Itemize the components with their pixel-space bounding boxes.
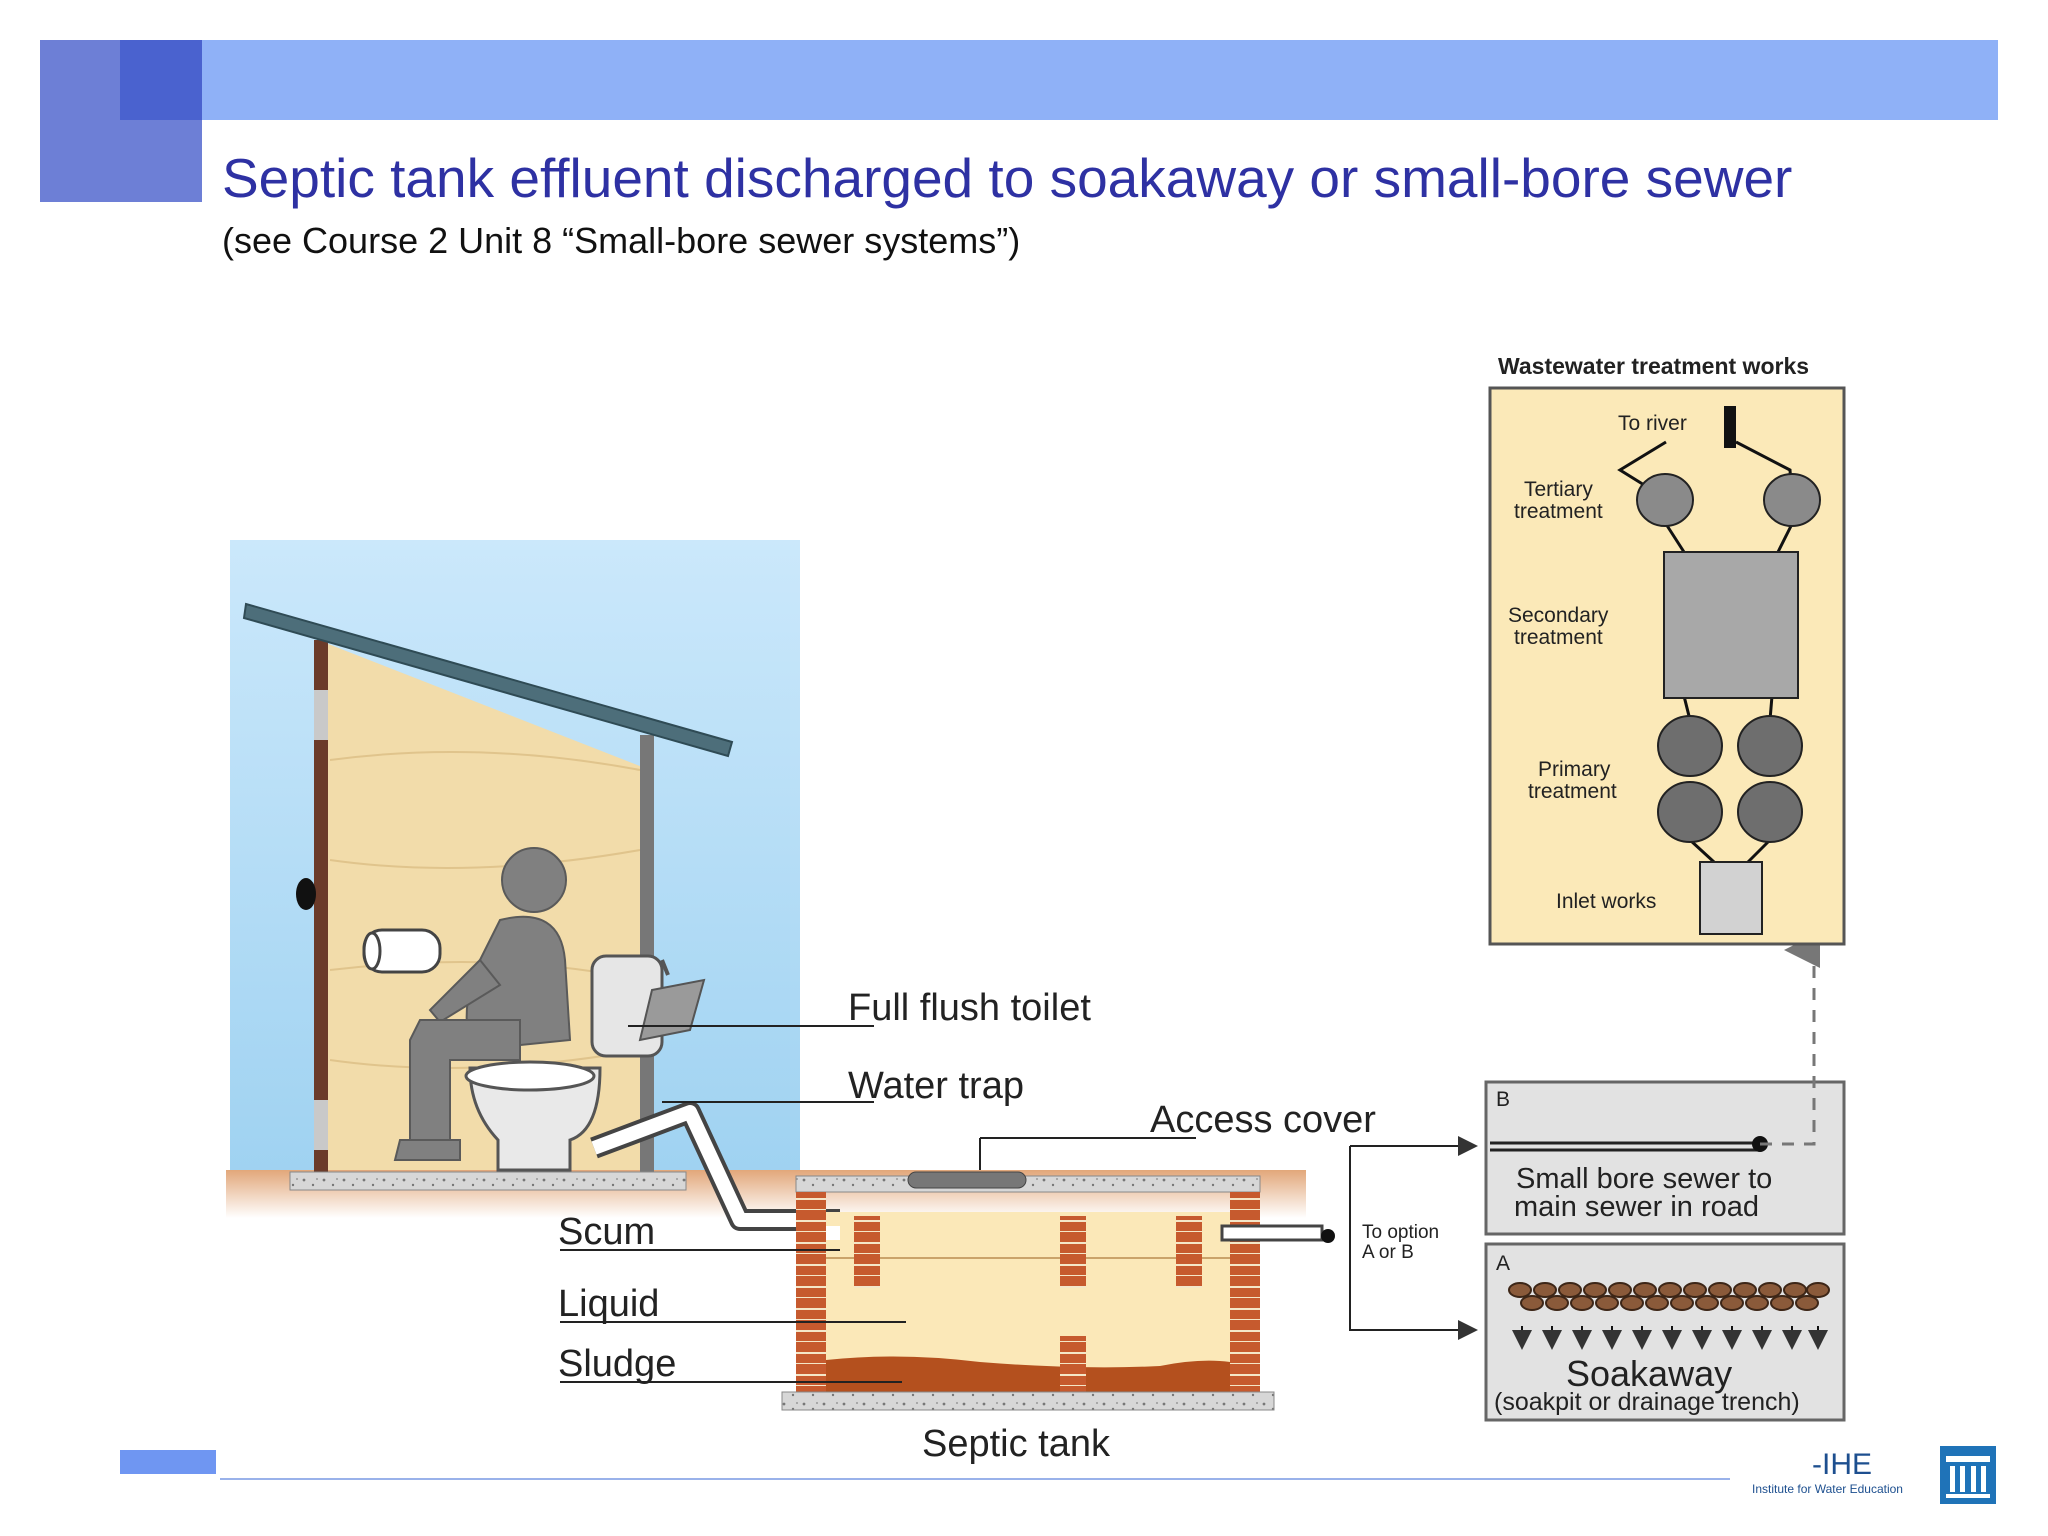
header-square-dark: [120, 40, 202, 120]
toilet-floor: [289, 1171, 687, 1191]
toilet-roll: [362, 928, 442, 974]
option-b-letter: B: [1496, 1088, 1510, 1111]
wwtw-secondary-1: Secondary: [1508, 604, 1609, 627]
label-water-trap: Water trap: [848, 1065, 1024, 1107]
option-a-line1: Soakaway: [1566, 1353, 1732, 1394]
option-a-line2: (soakpit or drainage trench): [1494, 1388, 1800, 1416]
wwtw-tertiary-2: treatment: [1514, 500, 1603, 523]
wwtw-secondary-2: treatment: [1514, 626, 1603, 649]
logo-text: -IHE: [1812, 1448, 1872, 1481]
header-bar: [40, 40, 1998, 120]
label-liquid: Liquid: [558, 1283, 659, 1325]
label-sludge: Sludge: [558, 1343, 676, 1385]
label-access-cover: Access cover: [1150, 1099, 1376, 1141]
door-post: [314, 640, 328, 1172]
wwtw-inlet: Inlet works: [1556, 890, 1656, 913]
label-septic-tank: Septic tank: [922, 1423, 1111, 1465]
unesco-logo-icon: [1940, 1446, 1996, 1504]
soakaway-arrows: [1512, 1326, 1828, 1350]
roof: [242, 602, 734, 758]
door-handle: [296, 878, 316, 910]
river-outfall: [1724, 406, 1736, 448]
option-b-line1: Small bore sewer to: [1516, 1163, 1772, 1195]
septic-tank: [781, 1171, 1335, 1411]
drain-pipe: [591, 1105, 840, 1227]
label-to-option-2: A or B: [1362, 1242, 1414, 1263]
label-toilet: Full flush toilet: [848, 987, 1091, 1029]
label-to-option-1: To option: [1362, 1222, 1439, 1243]
slide-subtitle: (see Course 2 Unit 8 “Small-bore sewer s…: [222, 220, 1021, 261]
leader-lines: [560, 1025, 1478, 1383]
wwtw-tertiary-1: Tertiary: [1524, 478, 1593, 501]
back-post: [640, 735, 654, 1172]
option-b-box: [1484, 1080, 1846, 1236]
footer-accent: [120, 1450, 216, 1474]
wwtw-to-river: To river: [1618, 412, 1687, 435]
access-cover: [907, 1171, 1027, 1189]
soakaway-stones: [1508, 1282, 1830, 1311]
wwtw-primary-1: Primary: [1538, 758, 1611, 781]
logo-subtitle: Institute for Water Education: [1752, 1482, 1903, 1496]
wwtw-primary-2: treatment: [1528, 780, 1617, 803]
footer-rule: [220, 1478, 1730, 1480]
slide-title: Septic tank effluent discharged to soaka…: [222, 147, 1793, 209]
sitting-person: [393, 847, 572, 1161]
label-scum: Scum: [558, 1211, 655, 1253]
option-a-letter: A: [1496, 1252, 1510, 1275]
wwtw-title: Wastewater treatment works: [1498, 353, 1809, 379]
option-b-line2: main sewer in road: [1514, 1191, 1759, 1223]
treatment-units: [1636, 473, 1821, 935]
